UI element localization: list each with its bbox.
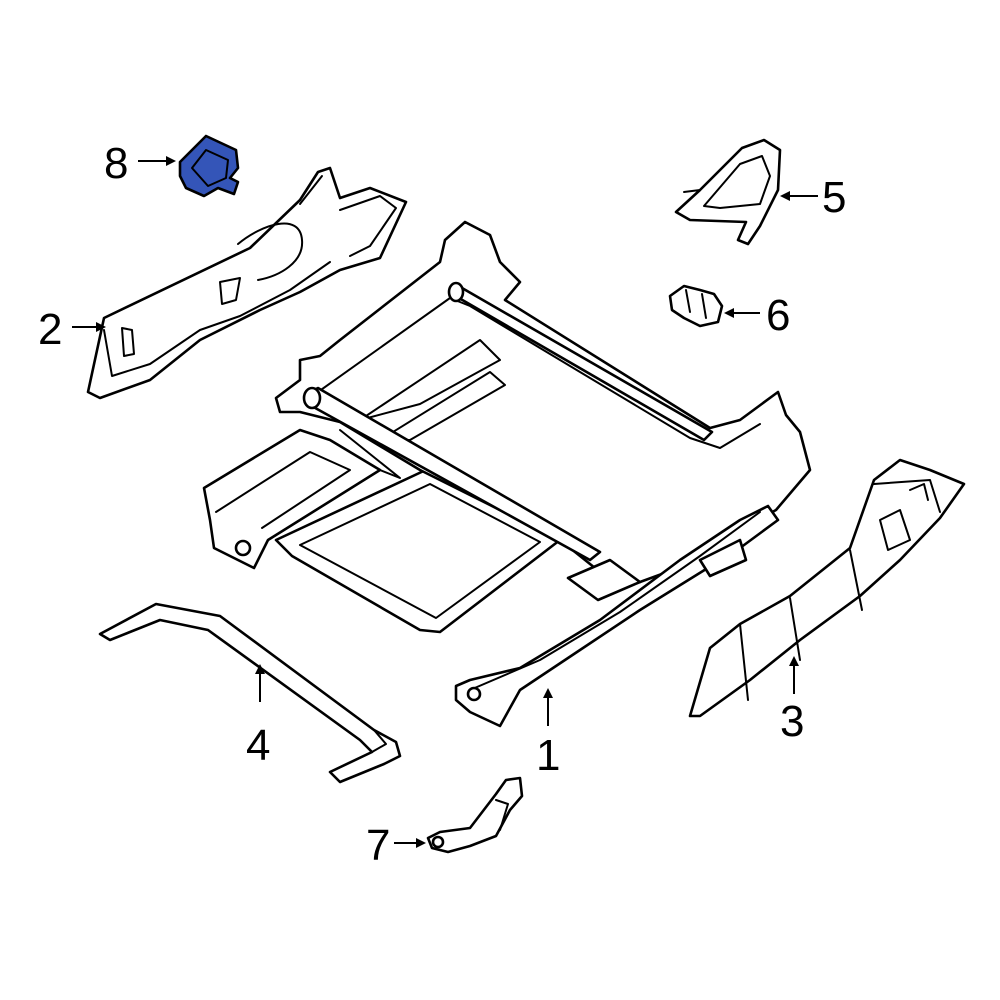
callout-2-label[interactable]: 2 [38, 305, 62, 354]
part-1-seat-frame [202, 220, 812, 728]
callout-8-arrow-icon [166, 156, 176, 166]
callout-5-arrow-icon [780, 191, 790, 201]
callout-3-label[interactable]: 3 [780, 697, 804, 746]
callout-1-arrow-icon [543, 688, 553, 698]
callout-4-arrow-icon [255, 664, 265, 674]
callout-labels: 8 2 5 6 3 4 1 7 [38, 139, 846, 870]
part-7-bracket [426, 776, 524, 854]
callout-6-label[interactable]: 6 [766, 291, 790, 340]
callout-3-arrow-icon [789, 656, 799, 666]
part-2-left-outer-cover [86, 166, 408, 400]
callout-2-arrow-icon [96, 322, 106, 332]
callout-7-label[interactable]: 7 [366, 821, 390, 870]
part-8-cap[interactable] [178, 134, 240, 198]
part-4-cable [98, 602, 402, 784]
callout-6-arrow-icon [724, 308, 734, 318]
part-5-trim-bracket [674, 138, 782, 246]
callout-4-label[interactable]: 4 [246, 721, 270, 770]
callout-5-label[interactable]: 5 [822, 173, 846, 222]
callout-8-label[interactable]: 8 [104, 139, 128, 188]
callout-7-arrow-icon [416, 838, 426, 848]
leader-lines [72, 156, 818, 848]
part-3-right-outer-cover [688, 458, 966, 718]
part-6-clip [668, 284, 724, 328]
callout-1-label[interactable]: 1 [536, 731, 560, 780]
